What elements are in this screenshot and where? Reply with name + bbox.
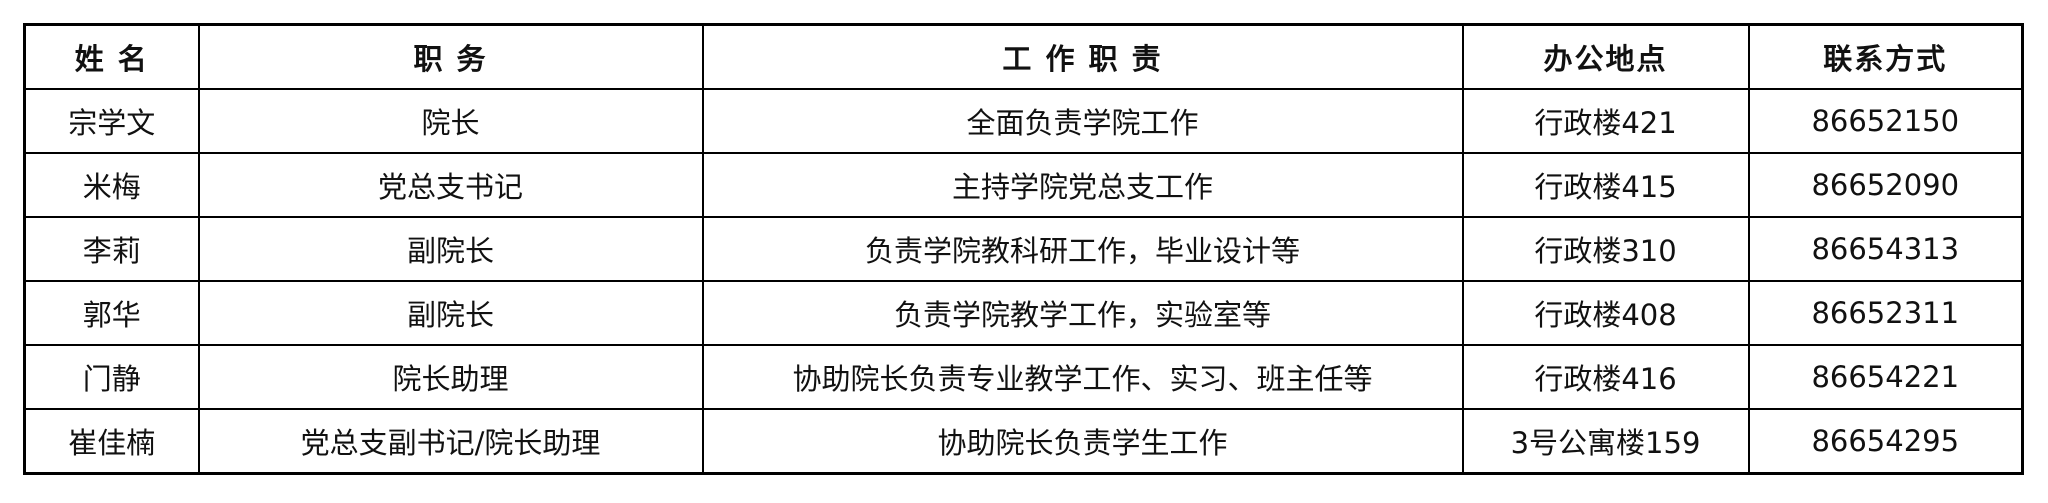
staff-table: 姓 名 职 务 工 作 职 责 办公地点 联系方式 宗学文 院长 全面负责学院工… bbox=[23, 23, 2024, 475]
header-contact: 联系方式 bbox=[1747, 23, 2024, 90]
cell-name: 宗学文 bbox=[23, 88, 200, 154]
table-row: 崔佳楠 党总支副书记/院长助理 协助院长负责学生工作 3号公寓楼159 8665… bbox=[23, 408, 2024, 475]
header-row: 姓 名 职 务 工 作 职 责 办公地点 联系方式 bbox=[23, 23, 2024, 90]
cell-contact: 86652090 bbox=[1747, 152, 2024, 218]
table-row: 门静 院长助理 协助院长负责专业教学工作、实习、班主任等 行政楼416 8665… bbox=[23, 344, 2024, 410]
cell-name: 李莉 bbox=[23, 216, 200, 282]
cell-position: 党总支副书记/院长助理 bbox=[197, 408, 704, 475]
cell-position: 党总支书记 bbox=[197, 152, 704, 218]
cell-name: 崔佳楠 bbox=[23, 408, 200, 475]
cell-office: 行政楼416 bbox=[1461, 344, 1750, 410]
cell-office: 行政楼310 bbox=[1461, 216, 1750, 282]
header-office: 办公地点 bbox=[1461, 23, 1750, 90]
table-row: 宗学文 院长 全面负责学院工作 行政楼421 86652150 bbox=[23, 88, 2024, 154]
cell-position: 院长 bbox=[197, 88, 704, 154]
cell-duties: 负责学院教学工作，实验室等 bbox=[701, 280, 1464, 346]
cell-duties: 协助院长负责学生工作 bbox=[701, 408, 1464, 475]
cell-office: 行政楼408 bbox=[1461, 280, 1750, 346]
header-name: 姓 名 bbox=[23, 23, 200, 90]
cell-contact: 86652150 bbox=[1747, 88, 2024, 154]
cell-contact: 86654221 bbox=[1747, 344, 2024, 410]
table-body: 宗学文 院长 全面负责学院工作 行政楼421 86652150 米梅 党总支书记… bbox=[23, 88, 2024, 475]
cell-contact: 86654295 bbox=[1747, 408, 2024, 475]
header-position: 职 务 bbox=[197, 23, 704, 90]
cell-duties: 负责学院教科研工作，毕业设计等 bbox=[701, 216, 1464, 282]
cell-contact: 86652311 bbox=[1747, 280, 2024, 346]
cell-name: 米梅 bbox=[23, 152, 200, 218]
table-row: 李莉 副院长 负责学院教科研工作，毕业设计等 行政楼310 86654313 bbox=[23, 216, 2024, 282]
cell-position: 副院长 bbox=[197, 216, 704, 282]
cell-office: 行政楼415 bbox=[1461, 152, 1750, 218]
cell-duties: 全面负责学院工作 bbox=[701, 88, 1464, 154]
cell-office: 3号公寓楼159 bbox=[1461, 408, 1750, 475]
cell-contact: 86654313 bbox=[1747, 216, 2024, 282]
cell-name: 郭华 bbox=[23, 280, 200, 346]
table-header: 姓 名 职 务 工 作 职 责 办公地点 联系方式 bbox=[23, 23, 2024, 90]
cell-position: 院长助理 bbox=[197, 344, 704, 410]
cell-position: 副院长 bbox=[197, 280, 704, 346]
cell-office: 行政楼421 bbox=[1461, 88, 1750, 154]
table-row: 郭华 副院长 负责学院教学工作，实验室等 行政楼408 86652311 bbox=[23, 280, 2024, 346]
cell-name: 门静 bbox=[23, 344, 200, 410]
cell-duties: 协助院长负责专业教学工作、实习、班主任等 bbox=[701, 344, 1464, 410]
cell-duties: 主持学院党总支工作 bbox=[701, 152, 1464, 218]
table-row: 米梅 党总支书记 主持学院党总支工作 行政楼415 86652090 bbox=[23, 152, 2024, 218]
header-duties: 工 作 职 责 bbox=[701, 23, 1464, 90]
